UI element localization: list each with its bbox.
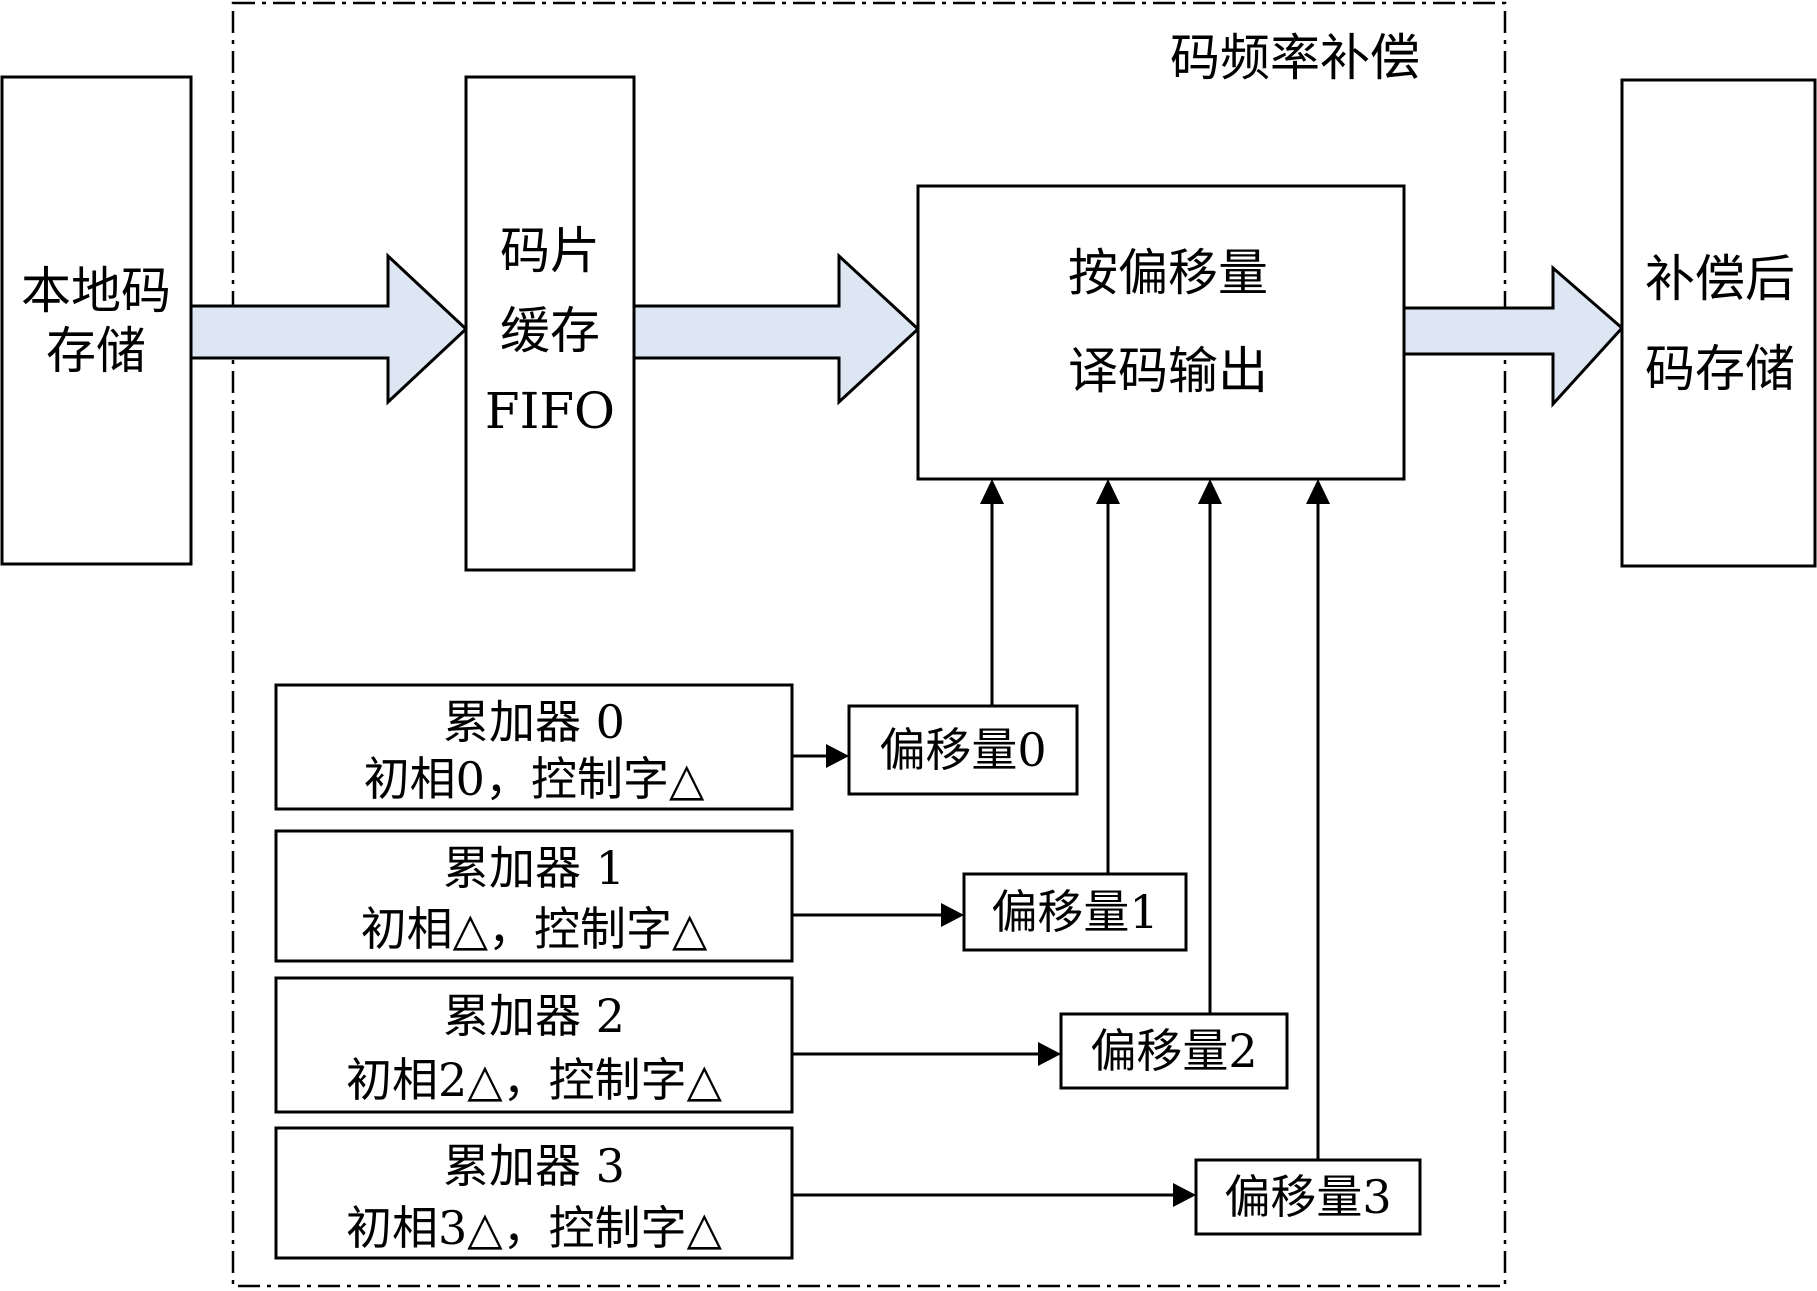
decoder-line-2: 译码输出 xyxy=(1068,342,1268,400)
compensated-line-1: 补偿后 xyxy=(1645,250,1795,308)
flow-arrow-local-to-fifo xyxy=(189,252,469,406)
arrowhead-offset2 xyxy=(1038,1042,1061,1066)
flow-arrow-decoder-to-storage xyxy=(1402,264,1625,408)
offset-2-box xyxy=(1059,1012,1289,1090)
frame-title: 码频率补偿 xyxy=(1170,29,1420,87)
offset-0-box xyxy=(847,704,1079,796)
fifo-line-3: FIFO xyxy=(485,382,615,440)
arrowhead-offset0 xyxy=(826,744,849,768)
accumulator-3-name: 累加器 3 xyxy=(443,1139,625,1193)
accumulator-0-box xyxy=(274,683,794,811)
decoder-line-1: 按偏移量 xyxy=(1068,244,1268,302)
fifo-line-1: 码片 xyxy=(500,222,600,280)
accumulator-2-params: 初相2△，控制字△ xyxy=(346,1053,723,1107)
local-code-line-2: 存储 xyxy=(46,322,146,380)
flow-arrow-fifo-to-decoder xyxy=(632,252,921,406)
fifo-line-2: 缓存 xyxy=(500,302,600,360)
arrowhead-decoder-3 xyxy=(1306,479,1330,504)
compensated-code-storage-box xyxy=(1620,78,1817,568)
accumulator-0-params: 初相0，控制字△ xyxy=(364,752,705,806)
accumulator-2-name: 累加器 2 xyxy=(443,989,625,1043)
accumulator-0-name: 累加器 0 xyxy=(443,695,625,749)
accumulator-3-params: 初相3△，控制字△ xyxy=(346,1201,723,1255)
offset-2-label: 偏移量2 xyxy=(1090,1024,1257,1078)
local-code-line-1: 本地码 xyxy=(21,262,171,320)
accumulator-1-params: 初相△，控制字△ xyxy=(361,902,708,956)
arrowhead-offset3 xyxy=(1173,1183,1196,1207)
offset-0-label: 偏移量0 xyxy=(879,723,1046,777)
arrowhead-decoder-1 xyxy=(1096,479,1120,504)
arrowhead-decoder-2 xyxy=(1198,479,1222,504)
offset-1-box xyxy=(962,872,1188,952)
decoder-box xyxy=(916,184,1406,481)
accumulator-1-box xyxy=(274,829,794,963)
accumulator-3-box xyxy=(274,1126,794,1260)
fifo-box xyxy=(464,75,636,572)
accumulator-2-box xyxy=(274,976,794,1114)
accumulator-1-name: 累加器 1 xyxy=(443,841,625,895)
offset-1-label: 偏移量1 xyxy=(991,885,1158,939)
local-code-storage-box xyxy=(0,75,193,566)
offset-3-label: 偏移量3 xyxy=(1224,1170,1391,1224)
offset-3-box xyxy=(1194,1158,1422,1236)
compensated-line-2: 码存储 xyxy=(1645,340,1795,398)
compensation-frame xyxy=(231,1,1507,1288)
arrowhead-decoder-0 xyxy=(980,479,1004,504)
arrowhead-offset1 xyxy=(941,903,964,927)
